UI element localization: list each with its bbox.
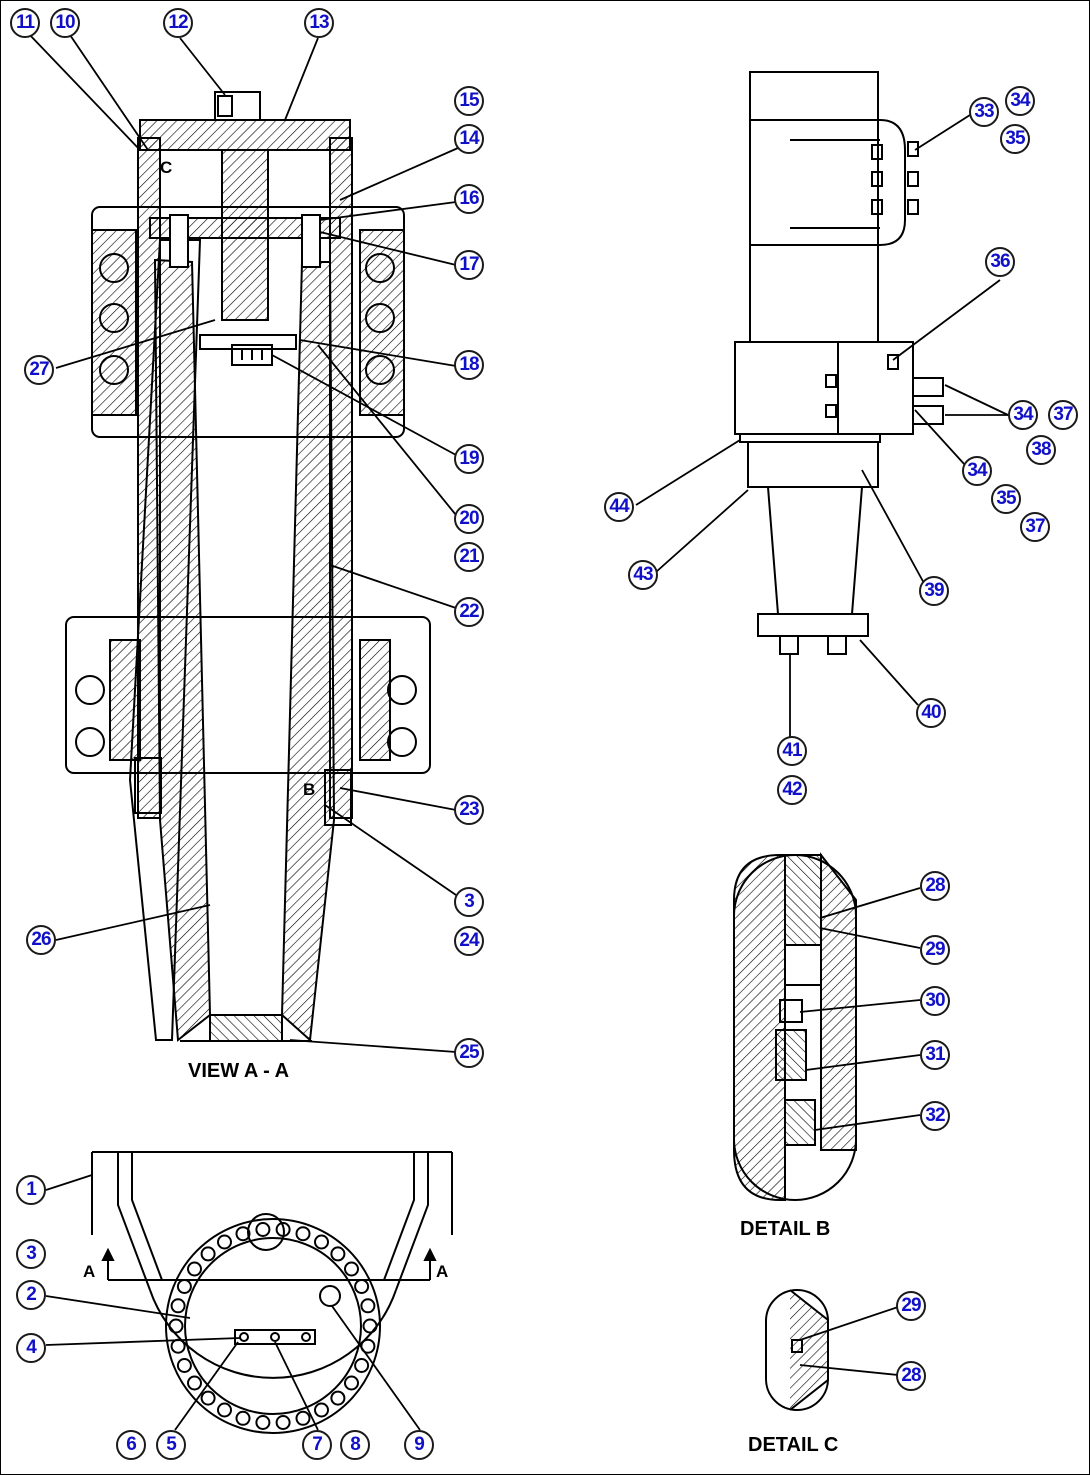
bolt-hole bbox=[295, 1226, 311, 1242]
section-marker-a-left: A bbox=[83, 1262, 96, 1281]
bolt-hole bbox=[235, 1226, 251, 1242]
callout-35-a: 35 bbox=[1000, 124, 1030, 154]
bolt-hole bbox=[255, 1415, 271, 1430]
section-marker-a-right: A bbox=[436, 1262, 449, 1281]
bolt-hole bbox=[255, 1222, 271, 1237]
callout-37-b: 37 bbox=[1020, 512, 1050, 542]
callout-3-bottom: 3 bbox=[16, 1239, 46, 1269]
bolt-hole bbox=[344, 1261, 359, 1277]
callout-36: 36 bbox=[985, 247, 1015, 277]
callout-34-b: 34 bbox=[1008, 400, 1038, 430]
bolt-hole bbox=[275, 1415, 291, 1430]
callout-8: 8 bbox=[340, 1430, 370, 1460]
callout-7: 7 bbox=[302, 1430, 332, 1460]
callout-40: 40 bbox=[916, 698, 946, 728]
bolt-hole bbox=[275, 1222, 291, 1237]
bolt-hole bbox=[330, 1390, 346, 1406]
callout-44: 44 bbox=[604, 492, 634, 522]
callout-21: 21 bbox=[454, 542, 484, 572]
callout-4: 4 bbox=[16, 1333, 46, 1363]
bolt-hole bbox=[344, 1375, 359, 1391]
callout-29-b: 29 bbox=[920, 935, 950, 965]
callout-19: 19 bbox=[454, 444, 484, 474]
bolt-hole bbox=[235, 1410, 251, 1426]
detail-c-caption: DETAIL C bbox=[748, 1434, 839, 1456]
detail-marker-b: B bbox=[303, 780, 316, 799]
callout-10: 10 bbox=[50, 8, 80, 38]
callout-13: 13 bbox=[304, 8, 334, 38]
callout-38: 38 bbox=[1026, 435, 1056, 465]
bolt-hole bbox=[217, 1234, 232, 1250]
detail-marker-c: C bbox=[160, 158, 173, 177]
bolt-hole bbox=[217, 1402, 232, 1418]
callout-3-top: 3 bbox=[454, 887, 484, 917]
callout-2: 2 bbox=[16, 1280, 46, 1310]
bolt-hole bbox=[170, 1338, 186, 1354]
callout-35-b: 35 bbox=[991, 484, 1021, 514]
callout-12: 12 bbox=[163, 8, 193, 38]
callout-22: 22 bbox=[454, 597, 484, 627]
callout-34-c: 34 bbox=[962, 456, 992, 486]
callout-34-a: 34 bbox=[1005, 86, 1035, 116]
top-view bbox=[91, 1151, 453, 1434]
bolt-hole bbox=[295, 1410, 311, 1426]
bolt-hole bbox=[360, 1298, 376, 1314]
bolt-hole bbox=[176, 1358, 192, 1373]
bolt-hole bbox=[314, 1402, 329, 1418]
leader-lines bbox=[26, 31, 1009, 1431]
callout-37-a: 37 bbox=[1048, 400, 1078, 430]
side-view bbox=[734, 71, 944, 655]
detail-b-caption: DETAIL B bbox=[740, 1218, 831, 1240]
callout-32: 32 bbox=[920, 1101, 950, 1131]
callout-28-b: 28 bbox=[920, 871, 950, 901]
view-a-caption: VIEW A - A bbox=[188, 1060, 290, 1082]
bolt-hole bbox=[176, 1279, 192, 1294]
callout-25: 25 bbox=[454, 1038, 484, 1068]
callout-39: 39 bbox=[919, 576, 949, 606]
callout-20: 20 bbox=[454, 504, 484, 534]
callout-41: 41 bbox=[777, 736, 807, 766]
callout-23: 23 bbox=[454, 795, 484, 825]
callout-29-c: 29 bbox=[896, 1291, 926, 1321]
bolt-hole bbox=[354, 1279, 370, 1294]
bolt-hole bbox=[330, 1246, 346, 1262]
callout-15: 15 bbox=[454, 86, 484, 116]
detail-b bbox=[733, 852, 857, 1201]
callout-28-c: 28 bbox=[896, 1361, 926, 1391]
callout-33: 33 bbox=[969, 97, 999, 127]
bolt-hole bbox=[200, 1390, 216, 1406]
callout-11: 11 bbox=[10, 8, 40, 38]
callout-18: 18 bbox=[454, 350, 484, 380]
bolt-circle bbox=[168, 1222, 378, 1430]
bolt-hole bbox=[200, 1246, 216, 1262]
detail-c bbox=[765, 1289, 829, 1411]
callout-9: 9 bbox=[404, 1430, 434, 1460]
callout-43: 43 bbox=[628, 560, 658, 590]
bolt-hole bbox=[354, 1358, 370, 1373]
bolt-hole bbox=[187, 1261, 202, 1277]
callout-6: 6 bbox=[116, 1430, 146, 1460]
callout-14: 14 bbox=[454, 124, 484, 154]
callout-30: 30 bbox=[920, 986, 950, 1016]
view-a-section bbox=[65, 91, 431, 1043]
bolt-hole bbox=[362, 1318, 378, 1334]
callout-26: 26 bbox=[26, 925, 56, 955]
callout-17: 17 bbox=[454, 250, 484, 280]
callout-27: 27 bbox=[24, 355, 54, 385]
bolt-hole bbox=[187, 1375, 202, 1391]
callout-16: 16 bbox=[454, 184, 484, 214]
callout-31: 31 bbox=[920, 1040, 950, 1070]
callout-1: 1 bbox=[16, 1175, 46, 1205]
callout-42: 42 bbox=[777, 775, 807, 805]
bolt-hole bbox=[168, 1318, 184, 1334]
callout-5: 5 bbox=[156, 1430, 186, 1460]
bolt-hole bbox=[314, 1234, 329, 1250]
callout-24: 24 bbox=[454, 926, 484, 956]
bolt-hole bbox=[170, 1298, 186, 1314]
